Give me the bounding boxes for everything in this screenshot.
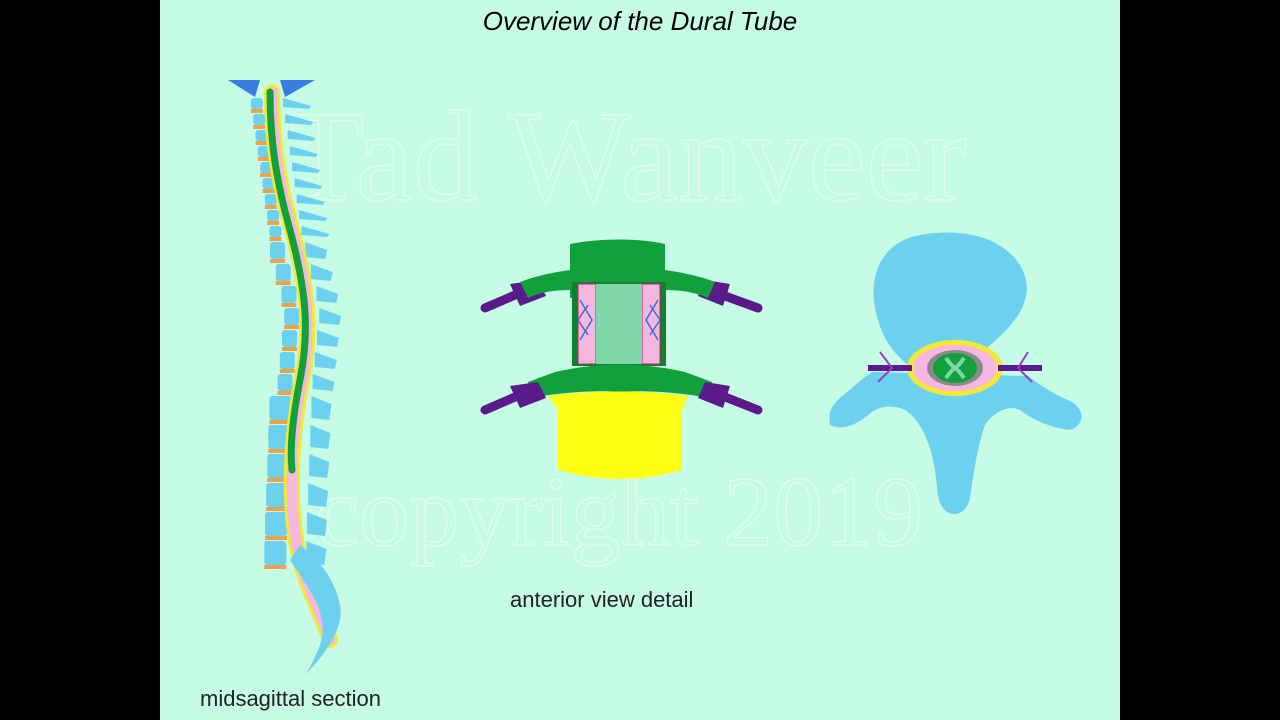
spinous-process	[287, 130, 316, 141]
spinous-process	[312, 374, 335, 391]
intervertebral-disc	[268, 449, 291, 453]
intervertebral-disc	[277, 391, 293, 395]
intervertebral-disc	[267, 478, 290, 482]
spinal-cord-anterior	[596, 284, 642, 364]
intervertebral-disc	[269, 237, 282, 241]
vertebral-body	[269, 396, 292, 420]
ganglion-lower-left	[510, 382, 546, 408]
vertebral-body	[270, 242, 286, 259]
vertebral-body-axial	[873, 232, 1027, 372]
intervertebral-disc	[253, 125, 266, 129]
slide-canvas: Tad Wanveer copyright 2019	[160, 0, 1120, 720]
vertebral-body	[267, 454, 290, 478]
vertebral-bodies	[250, 98, 300, 569]
spinous-process	[289, 146, 318, 157]
intervertebral-disc	[282, 347, 297, 351]
spinous-process	[317, 330, 339, 347]
watermark-name: Tad Wanveer	[285, 85, 967, 229]
intervertebral-disc	[260, 173, 273, 177]
nerve-root-lower-left	[480, 392, 520, 415]
intervertebral-disc	[264, 565, 287, 569]
intervertebral-disc	[275, 281, 291, 285]
spinous-process	[294, 178, 323, 189]
rootlet-branches-axial	[877, 351, 1033, 383]
caption-anterior-view: anterior view detail	[510, 587, 694, 612]
spinous-process	[299, 210, 328, 221]
vertebral-body	[281, 286, 297, 303]
posterior-arch-axial	[829, 372, 1082, 515]
intervertebral-disc	[269, 420, 292, 424]
axial-cross-section	[829, 232, 1082, 515]
vertebral-body	[275, 264, 291, 281]
rootlets-right	[645, 299, 661, 341]
vertebral-body	[260, 162, 273, 173]
anterior-view-detail	[480, 239, 763, 479]
intervertebral-disc	[284, 325, 300, 329]
caption-midsagittal: midsagittal section	[200, 686, 381, 711]
vertebral-body	[267, 210, 280, 221]
spinous-process	[282, 98, 311, 109]
vertebral-body	[262, 178, 275, 189]
spinous-process	[314, 352, 337, 369]
spinous-process	[301, 226, 330, 237]
vertebral-body	[266, 483, 289, 507]
spinal-cord	[266, 88, 309, 474]
midsagittal-spine	[228, 80, 342, 675]
sacrum	[290, 545, 341, 675]
vertebral-body	[264, 541, 287, 565]
lower-vertebra-arch	[528, 364, 712, 398]
anatomy-figures: Tad Wanveer copyright 2019	[228, 80, 1082, 675]
vertebral-body	[265, 512, 288, 536]
intervertebral-disc	[262, 189, 275, 193]
vertebral-body	[268, 425, 291, 449]
vertebral-body	[282, 330, 297, 347]
vertebral-body	[264, 194, 277, 205]
spinous-process	[310, 425, 331, 449]
spinous-process	[307, 512, 328, 536]
intervertebral-disc	[267, 221, 280, 225]
vertebral-body	[277, 374, 293, 391]
ganglion-lower-right	[698, 382, 730, 408]
vertebral-body	[255, 130, 268, 141]
spinous-process	[296, 194, 325, 205]
intervertebral-disc	[264, 205, 277, 209]
gray-matter-axial	[944, 356, 966, 380]
spinous-process	[309, 454, 330, 478]
spinous-process	[285, 114, 314, 125]
rootlets-left	[577, 299, 593, 341]
intervertebral-disc	[250, 109, 263, 113]
vertebral-body	[269, 226, 282, 237]
spinous-process	[319, 308, 342, 325]
intervertebral-disc	[281, 303, 297, 307]
intervertebral-disc	[279, 369, 295, 373]
nerve-root-upper-left	[480, 290, 520, 313]
intervertebral-disc	[255, 141, 268, 145]
slide-title: Overview of the Dural Tube	[482, 6, 798, 36]
nerve-root-upper-right	[720, 291, 763, 313]
intervertebral-disc	[257, 157, 270, 161]
spinous-process	[310, 264, 333, 281]
vertebral-body	[257, 146, 270, 157]
spinous-process	[311, 396, 332, 420]
intervertebral-disc	[266, 507, 289, 511]
vertebral-body	[250, 98, 263, 109]
skull-base-right	[280, 80, 315, 97]
spinous-process	[292, 162, 321, 173]
upper-vertebra	[520, 239, 715, 298]
spinous-process	[305, 242, 328, 259]
spinous-processes	[282, 98, 342, 565]
spinous-process	[308, 483, 329, 507]
nerve-root-lower-right	[720, 392, 763, 415]
intervertebral-disc	[265, 536, 288, 540]
intervertebral-disc	[270, 259, 286, 263]
vertebral-body	[253, 114, 266, 125]
vertebral-body	[284, 308, 300, 325]
vertebral-body-anterior	[548, 391, 688, 479]
vertebral-body	[279, 352, 295, 369]
skull-base-left	[228, 80, 260, 97]
spinous-process	[316, 286, 339, 303]
